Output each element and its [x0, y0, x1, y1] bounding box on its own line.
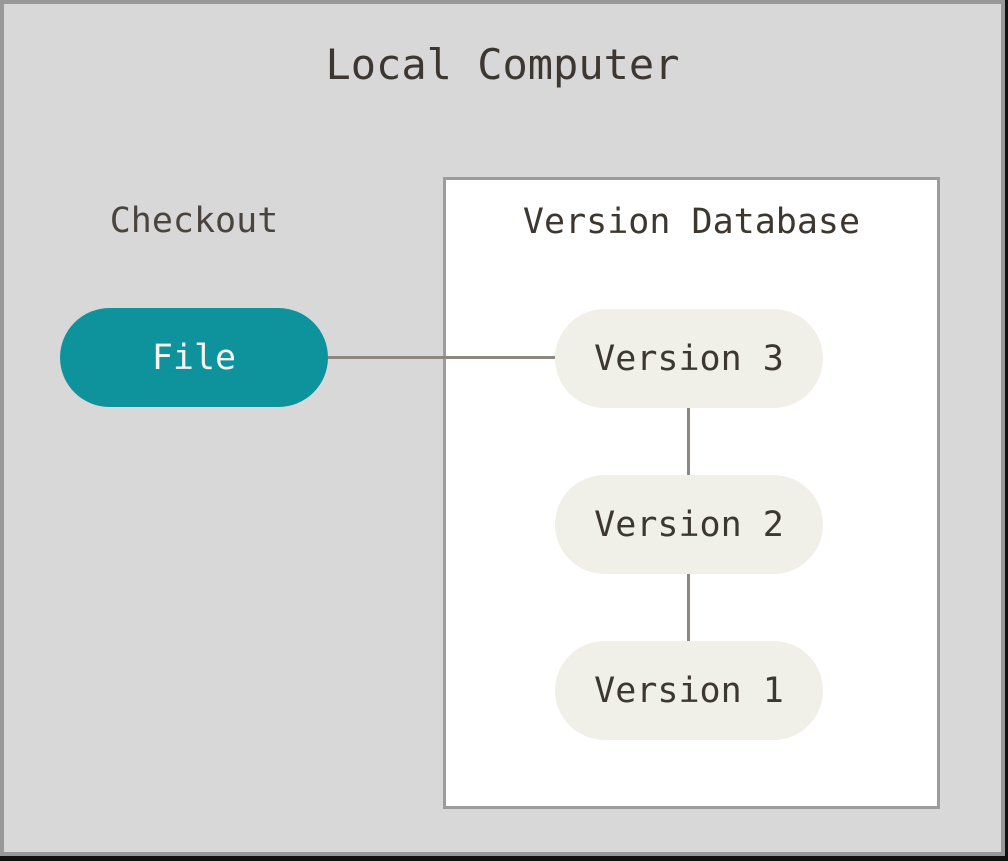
version-database-box: Version Database Version 3 Version 2 Ver…: [443, 177, 940, 809]
version-1-label: Version 1: [594, 670, 784, 711]
version-1-node: Version 1: [555, 641, 823, 740]
version-3-node: Version 3: [555, 309, 823, 408]
file-node: File: [60, 308, 328, 407]
version-2-node: Version 2: [555, 475, 823, 574]
version-2-label: Version 2: [594, 504, 784, 545]
connector-file-to-version3: [328, 356, 555, 359]
diagram-title: Local Computer: [325, 40, 680, 89]
file-node-label: File: [151, 337, 237, 378]
version-database-title: Version Database: [522, 202, 861, 242]
checkout-label: Checkout: [109, 201, 279, 241]
connector-version2-to-version1: [687, 574, 690, 641]
connector-version3-to-version2: [687, 408, 690, 475]
version-3-label: Version 3: [594, 338, 784, 379]
